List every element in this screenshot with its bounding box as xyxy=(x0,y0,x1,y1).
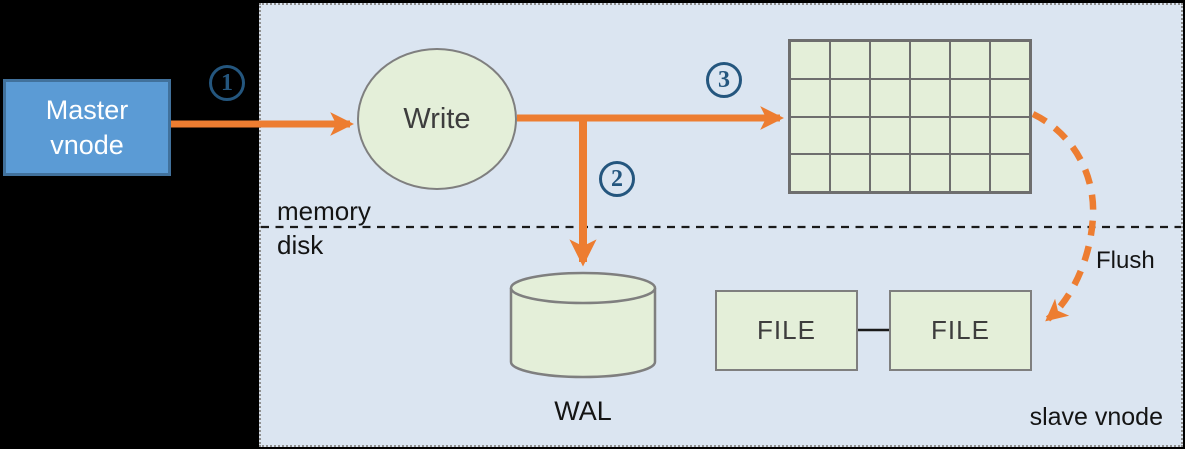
write-node: Write xyxy=(357,48,517,190)
memtable-cell xyxy=(950,41,990,79)
step-1-number: 1 xyxy=(221,69,233,96)
memtable-cell xyxy=(790,78,830,117)
memtable-cell xyxy=(910,154,950,192)
memtable-cell xyxy=(830,116,870,155)
memory-label: memory xyxy=(277,196,371,226)
memtable-cell xyxy=(950,78,990,117)
memtable-cell xyxy=(870,78,910,117)
memtable-cell xyxy=(870,41,910,79)
master-vnode-label-line2: vnode xyxy=(50,129,124,160)
memtable-cell xyxy=(950,116,990,155)
memtable-cell xyxy=(790,41,830,79)
memtable-cell xyxy=(990,78,1030,117)
master-vnode-label-line1: Master xyxy=(45,94,129,125)
step-badge-1: 1 xyxy=(209,65,245,101)
memtable-cell xyxy=(790,116,830,155)
disk-label: disk xyxy=(277,230,324,260)
step-badge-2: 2 xyxy=(599,161,635,197)
memtable-cell xyxy=(830,41,870,79)
write-node-label: Write xyxy=(403,102,471,135)
file-node-2-label: FILE xyxy=(931,315,990,345)
step-badge-3: 3 xyxy=(706,62,742,98)
memtable-cell xyxy=(830,78,870,117)
step-2-number: 2 xyxy=(611,165,623,192)
memtable-cell xyxy=(910,78,950,117)
memtable-cell xyxy=(950,154,990,192)
file-node-1-label: FILE xyxy=(757,315,816,345)
slave-vnode-label: slave vnode xyxy=(1029,403,1163,431)
file-node-1: FILE xyxy=(715,290,858,371)
step-3-number: 3 xyxy=(718,66,730,93)
memtable-cell xyxy=(830,154,870,192)
memtable-cell xyxy=(870,154,910,192)
flush-label: Flush xyxy=(1096,247,1155,274)
master-vnode-node: Master vnode xyxy=(3,79,171,176)
memtable-cell xyxy=(990,116,1030,155)
memtable-cell xyxy=(910,116,950,155)
memtable-cell xyxy=(790,154,830,192)
memtable-grid xyxy=(788,39,1032,194)
memtable-cell xyxy=(910,41,950,79)
memtable-cell xyxy=(990,41,1030,79)
memtable-cell xyxy=(990,154,1030,192)
file-node-2: FILE xyxy=(889,290,1032,371)
wal-label: WAL xyxy=(554,396,612,426)
memtable-cell xyxy=(870,116,910,155)
